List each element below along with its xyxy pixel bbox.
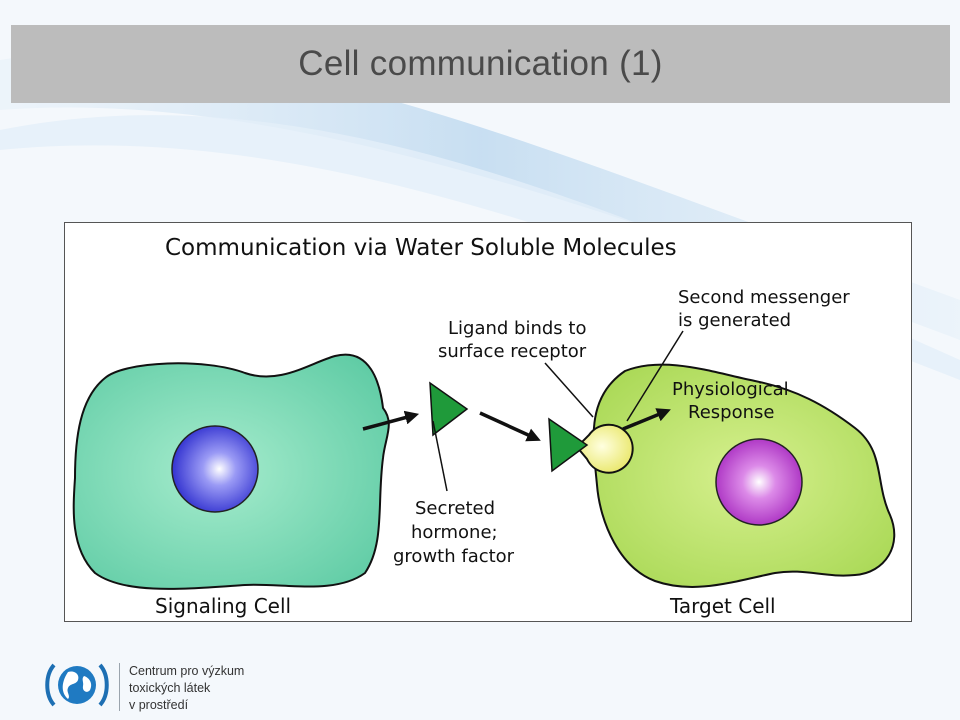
diagram-heading: Communication via Water Soluble Molecule… <box>165 235 677 261</box>
response-label: Physiological Response <box>672 379 794 423</box>
target-cell-label: Target Cell <box>669 594 776 618</box>
title-bar: Cell communication (1) <box>11 25 950 103</box>
cell-communication-diagram: Communication via Water Soluble Molecule… <box>72 235 896 618</box>
hormone-label: Secreted hormone; growth factor <box>393 498 515 567</box>
surface-receptor <box>575 423 634 474</box>
diagram-figure: Communication via Water Soluble Molecule… <box>64 222 912 622</box>
slide-title: Cell communication (1) <box>298 44 663 83</box>
logo-divider <box>119 663 120 711</box>
second-messenger-label: Second messenger is generated <box>678 287 855 331</box>
secretion-arrow <box>362 410 420 431</box>
signaling-cell-label: Signaling Cell <box>155 594 291 618</box>
secreted-ligand <box>429 381 469 437</box>
ligand-label: Ligand binds to surface receptor <box>438 318 592 362</box>
ligand-pointer <box>544 362 594 418</box>
institution-name: Centrum pro výzkum toxických látek v pro… <box>129 664 245 712</box>
travel-arrow <box>479 411 541 442</box>
globe-logo-icon <box>45 663 109 707</box>
bound-ligand <box>548 417 589 473</box>
target-nucleus <box>715 438 803 526</box>
second-messenger-pointer <box>626 330 684 422</box>
response-arrow <box>622 408 671 431</box>
signaling-nucleus <box>171 425 259 513</box>
hormone-pointer <box>432 420 448 492</box>
